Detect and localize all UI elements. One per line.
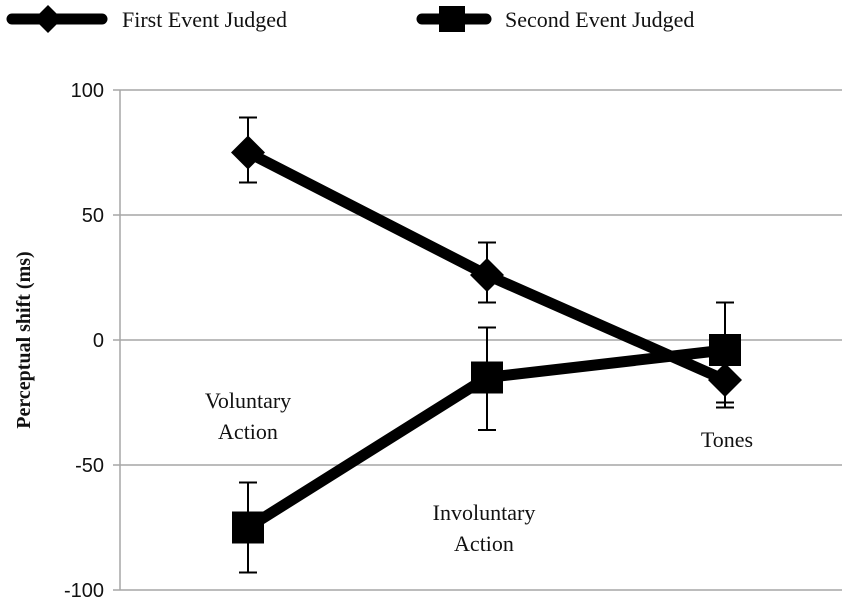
legend-label-1: Second Event Judged <box>505 7 694 32</box>
category-label-line: Action <box>218 419 278 444</box>
data-point-square <box>709 334 741 366</box>
category-label-line: Involuntary <box>433 500 536 525</box>
category-label-line: Tones <box>701 427 753 452</box>
legend-label-0: First Event Judged <box>122 7 287 32</box>
y-tick-label: -100 <box>64 580 104 602</box>
category-label-2: Tones <box>701 427 753 452</box>
data-point-square <box>232 511 264 544</box>
y-tick-label: 100 <box>71 80 104 102</box>
data-point-diamond <box>231 135 265 170</box>
category-label-line: Action <box>454 531 514 556</box>
legend-marker-square <box>439 6 465 32</box>
data-point-diamond <box>470 258 504 292</box>
category-label-line: Voluntary <box>205 388 291 413</box>
y-axis-title: Perceptual shift (ms) <box>13 251 35 428</box>
legend-marker-diamond <box>34 5 62 33</box>
series-1 <box>232 301 741 574</box>
data-point-square <box>471 361 503 394</box>
y-tick-label: 50 <box>82 205 104 227</box>
y-tick-labels: 100 50 0 -50 -100 <box>64 80 104 602</box>
y-tick-label: -50 <box>75 455 104 477</box>
legend: First Event Judged Second Event Judged <box>6 5 694 33</box>
series-layer <box>231 116 742 574</box>
y-tick-label: 0 <box>93 330 104 352</box>
